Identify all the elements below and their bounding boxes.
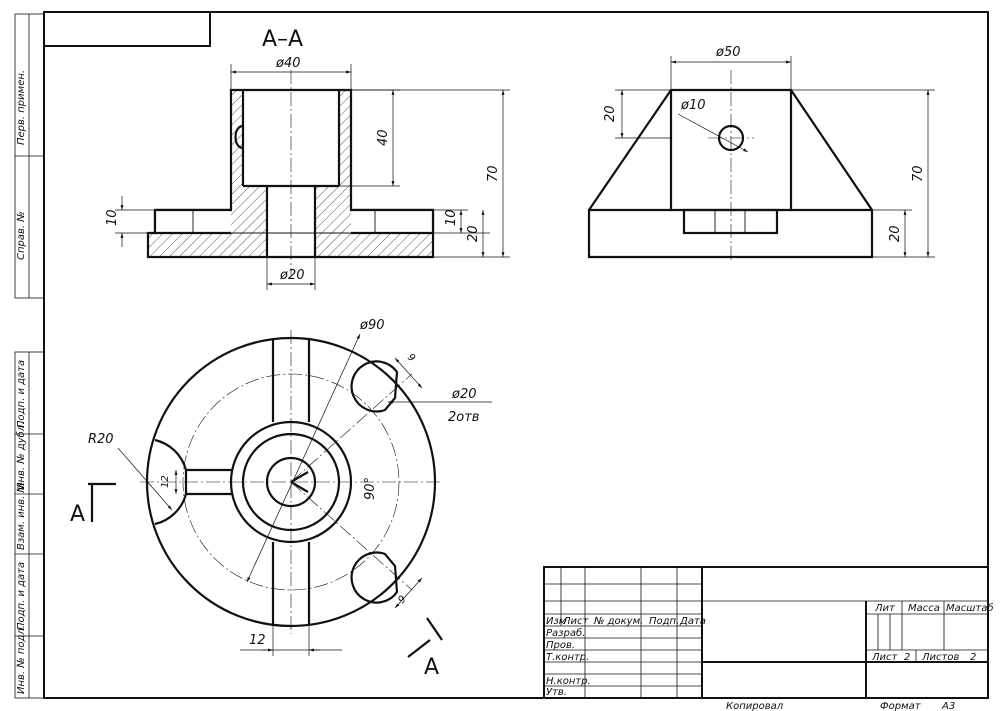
sheet-frame: [14, 11, 989, 699]
dim-d10: ø10: [680, 98, 706, 113]
dim-h10-right: 10: [444, 209, 459, 226]
dim-d20-holes: ø20: [451, 387, 477, 402]
dim-w12-bottom: 12: [249, 633, 266, 648]
tb-row-tkontr: Т.контр.: [546, 652, 589, 663]
side-strip-labels: Перв. примен. Справ. № Подп. и дата Инв.…: [15, 70, 27, 694]
tb-row-razrab: Разраб.: [546, 627, 585, 639]
dim-h40: 40: [376, 129, 391, 146]
section-view: A–A ø40 ø20 40: [105, 27, 510, 290]
dim-holes-count: 2отв: [448, 410, 479, 425]
tb-sheet: Лист: [871, 652, 899, 663]
dim-h70-front: 70: [911, 165, 926, 182]
side-label-perv: Перв. примен.: [16, 70, 27, 145]
side-label-vzam: Взам. инв. №: [16, 482, 27, 550]
dim-d20-section: ø20: [279, 268, 305, 283]
side-label-podp1: Подп. и дата: [16, 360, 27, 428]
tb-col-dokum: № докум.: [593, 616, 643, 627]
tb-row-utv: Утв.: [546, 687, 567, 698]
tb-col-podp: Подп.: [649, 616, 679, 627]
tb-format: Формат: [880, 701, 922, 711]
section-title: A–A: [262, 27, 303, 52]
dim-d40: ø40: [275, 56, 301, 71]
tb-sheet-num: 2: [904, 652, 910, 663]
dim-w12-left: 12: [160, 475, 171, 488]
tb-row-nkontr: Н.контр.: [546, 676, 591, 687]
side-label-podp2: Подп. и дата: [16, 562, 27, 630]
dim-d90: ø90: [359, 318, 385, 333]
plan-view: ø90 ø20 2отв 9 9 90° R20 12 12 A A: [70, 318, 492, 680]
tb-format-val: А3: [941, 701, 955, 711]
dim-d50: ø50: [715, 45, 741, 60]
tb-col-list: Лист: [562, 616, 590, 627]
tb-row-prov: Пров.: [546, 640, 575, 651]
dim-h20-front-bot: 20: [888, 225, 903, 242]
front-view: ø50 ø10 20 70 20: [587, 45, 935, 262]
tb-sheets: Листов: [921, 652, 959, 663]
dim-angle: 90°: [363, 477, 378, 500]
cut-mark-left: A: [70, 502, 85, 527]
dim-h20-front-top: 20: [603, 105, 618, 122]
dim-r20: R20: [88, 432, 114, 447]
side-label-dubl: Инв. № дубл.: [15, 422, 27, 490]
cut-mark-right: A: [424, 655, 439, 680]
tb-scale: Масштаб: [946, 602, 994, 614]
dim-h20-section: 20: [466, 225, 481, 242]
tb-col-izm: Изм: [546, 616, 567, 627]
tb-lit: Лит: [874, 603, 896, 614]
dim-h70-section: 70: [486, 165, 501, 182]
side-label-sprav: Справ. №: [16, 211, 27, 260]
tb-col-data: Дата: [679, 616, 706, 627]
title-block: Изм Лист № докум. Подп. Дата Разраб. Про…: [543, 566, 994, 711]
tb-sheets-num: 2: [970, 652, 976, 663]
tb-copied: Копировал: [726, 701, 784, 711]
side-label-podl: Инв. № подл.: [16, 625, 27, 694]
dim-h10-left: 10: [105, 209, 120, 226]
tb-mass: Масса: [908, 603, 940, 614]
dim-9a: 9: [405, 352, 417, 365]
